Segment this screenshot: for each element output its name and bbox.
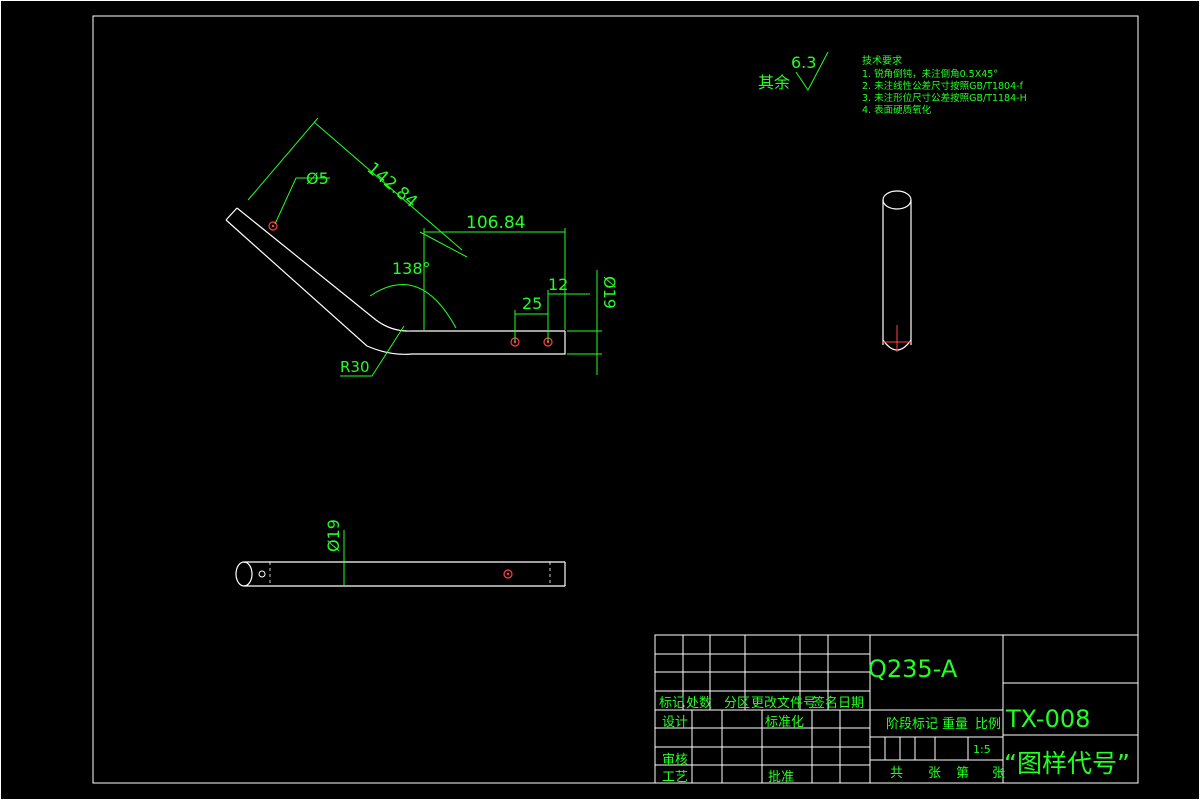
dim-hole-dia: Ø5 [306,169,329,188]
tech-title: 技术要求 [862,54,902,67]
hdr-count: 处数 [686,696,712,711]
bent-part-view: 142.84 Ø5 106.84 138° R30 25 12 Ø19 [225,117,619,377]
roughness-value: 6.3 [791,53,816,72]
inner-frame [92,15,1139,784]
dim-angle: 138° [392,259,431,278]
tech-item-3: 3. 未注形位尺寸公差按照GB/T1184-H [862,92,1027,104]
surface-roughness: 6.3 其余 [758,51,829,92]
hdr-mark: 标记 [659,696,685,711]
label-review: 审核 [662,753,688,768]
roughness-label: 其余 [758,73,790,92]
label-weight: 重量 [942,716,968,732]
tech-item-4: 4. 表面硬质氧化 [862,104,932,116]
label-sheet2: 张 [992,766,1005,781]
label-sheets: 张 [928,766,941,781]
dim-offset-25: 25 [522,294,542,313]
hdr-change-doc: 更改文件号 [751,696,816,711]
side-view-tube [882,190,912,352]
label-total: 共 [890,766,903,781]
tech-item-2: 2. 未注线性公差尺寸按照GB/T1804-f [862,80,1024,92]
label-design: 设计 [662,715,688,730]
label-standardize: 标准化 [765,715,804,730]
hdr-zone: 分区 [724,696,750,711]
tech-item-1: 1. 锐角倒钝，未注倒角0.5X45° [862,68,998,80]
dim-tube-dia-1: Ø19 [600,276,619,309]
label-page: 第 [956,766,969,781]
material: Q235-A [868,655,958,683]
tech-requirements: 技术要求 1. 锐角倒钝，未注倒角0.5X45° 2. 未注线性公差尺寸按照GB… [862,54,1027,116]
dim-offset-12: 12 [548,275,568,294]
label-ratio: 比例 [975,717,1001,732]
label-approve: 批准 [768,770,794,785]
bottom-view-tube: Ø19 [235,519,566,587]
hole-angled [268,221,278,231]
dim-straight-length: 106.84 [466,213,525,233]
drawing-code: “图样代号” [1004,749,1130,778]
hdr-sign: 签名 [812,695,838,711]
title-block: Q235-A 标记 处数 分区 更改文件号 签名 日期 设计 标准化 审核 工艺… [654,634,1139,785]
dim-tube-dia-2: Ø19 [324,519,343,552]
hdr-date: 日期 [838,696,864,711]
drawing-no: TX-008 [1005,705,1090,733]
dim-angled-length: 142.84 [363,159,421,213]
label-process: 工艺 [662,770,688,785]
roughness-symbol-icon [795,51,829,91]
dim-radius: R30 [340,358,370,376]
scale: 1:5 [973,743,991,756]
label-stage-mark: 阶段标记 [886,717,938,732]
